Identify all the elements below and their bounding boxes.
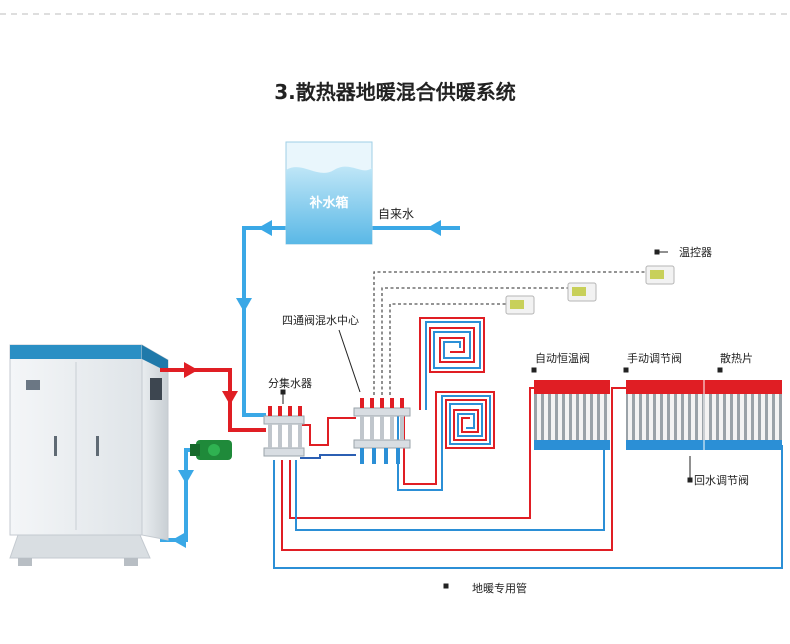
floor-heating-coil-bottom [397, 391, 495, 491]
return-valve-label: 回水调节阀 [694, 473, 749, 487]
four-way-valve-label: 四通阀混水中心 [282, 313, 359, 327]
distribution-manifold [263, 406, 305, 457]
water-tank: 补水箱 [285, 141, 373, 245]
thermostat-label: 温控器 [679, 245, 712, 259]
manifold-interconnect [300, 417, 356, 459]
circulation-pump [190, 440, 232, 460]
manifold-label: 分集水器 [268, 376, 312, 390]
thermostat-device-2 [567, 282, 597, 302]
auto-valve-label: 自动恒温阀 [535, 351, 590, 365]
four-way-valve-manifold [353, 398, 411, 464]
manual-valve-label: 手动调节阀 [627, 351, 682, 365]
thermostat-device-1 [645, 265, 675, 285]
boiler-supply-pipe [160, 368, 266, 432]
tank-label: 补水箱 [308, 195, 348, 211]
thermostat-device-3 [505, 295, 535, 315]
feed-arrows [172, 220, 441, 548]
radiator-right [626, 380, 782, 450]
tap-water-label: 自来水 [378, 207, 414, 221]
callout-markers [280, 249, 723, 589]
supply-arrows [184, 362, 238, 405]
thermostat-wires [373, 268, 661, 395]
floor-pipe-label: 地暖专用管 [472, 581, 527, 595]
electric-boiler [9, 344, 169, 566]
radiator-label: 散热片 [720, 351, 753, 365]
floor-heating-coil-top [419, 317, 485, 410]
radiator-left [534, 380, 610, 450]
diagram-title: 3.散热器地暖混合供暖系统 [274, 80, 516, 104]
